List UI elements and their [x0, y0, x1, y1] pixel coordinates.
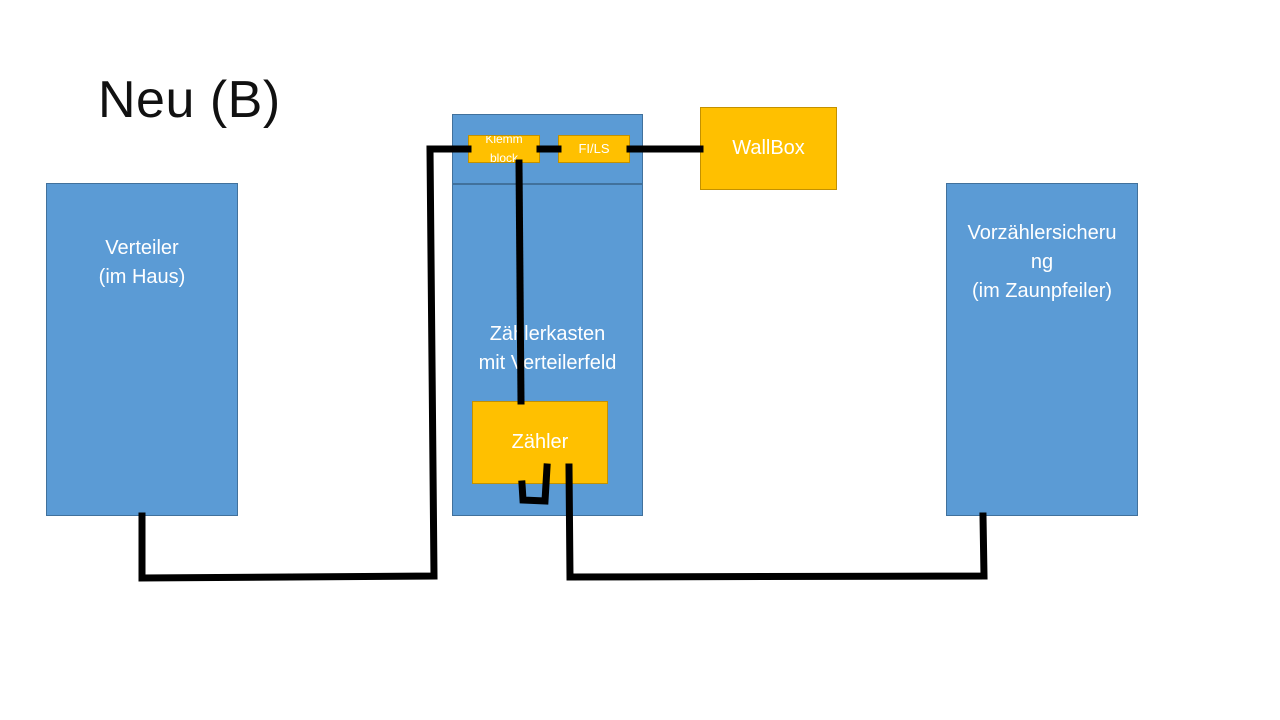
wallbox-box: WallBox	[700, 107, 837, 190]
verteiler-label: Verteiler (im Haus)	[98, 237, 186, 288]
wallbox-label: WallBox	[732, 137, 805, 159]
vorzaehlersicherung-label: Vorzählersicheru ng (im Zaunpfeiler)	[967, 222, 1117, 302]
fi-ls-box: FI/LS	[558, 135, 630, 163]
verteiler-box: Verteiler (im Haus)	[46, 183, 238, 516]
slide-title: Neu (B)	[98, 71, 281, 129]
verteilerfeld-divider	[453, 183, 642, 185]
fi-ls-label: FI/LS	[578, 141, 610, 156]
zaehlerkasten-label: Zählerkasten mit Verteilerfeld	[478, 323, 617, 374]
zaehler-box: Zähler	[472, 401, 608, 484]
zaehler-label: Zähler	[511, 431, 569, 453]
klemmblock-label: Klemm block	[485, 135, 523, 163]
klemmblock-box: Klemm block	[468, 135, 540, 163]
vorzaehlersicherung-box: Vorzählersicheru ng (im Zaunpfeiler)	[946, 183, 1138, 516]
